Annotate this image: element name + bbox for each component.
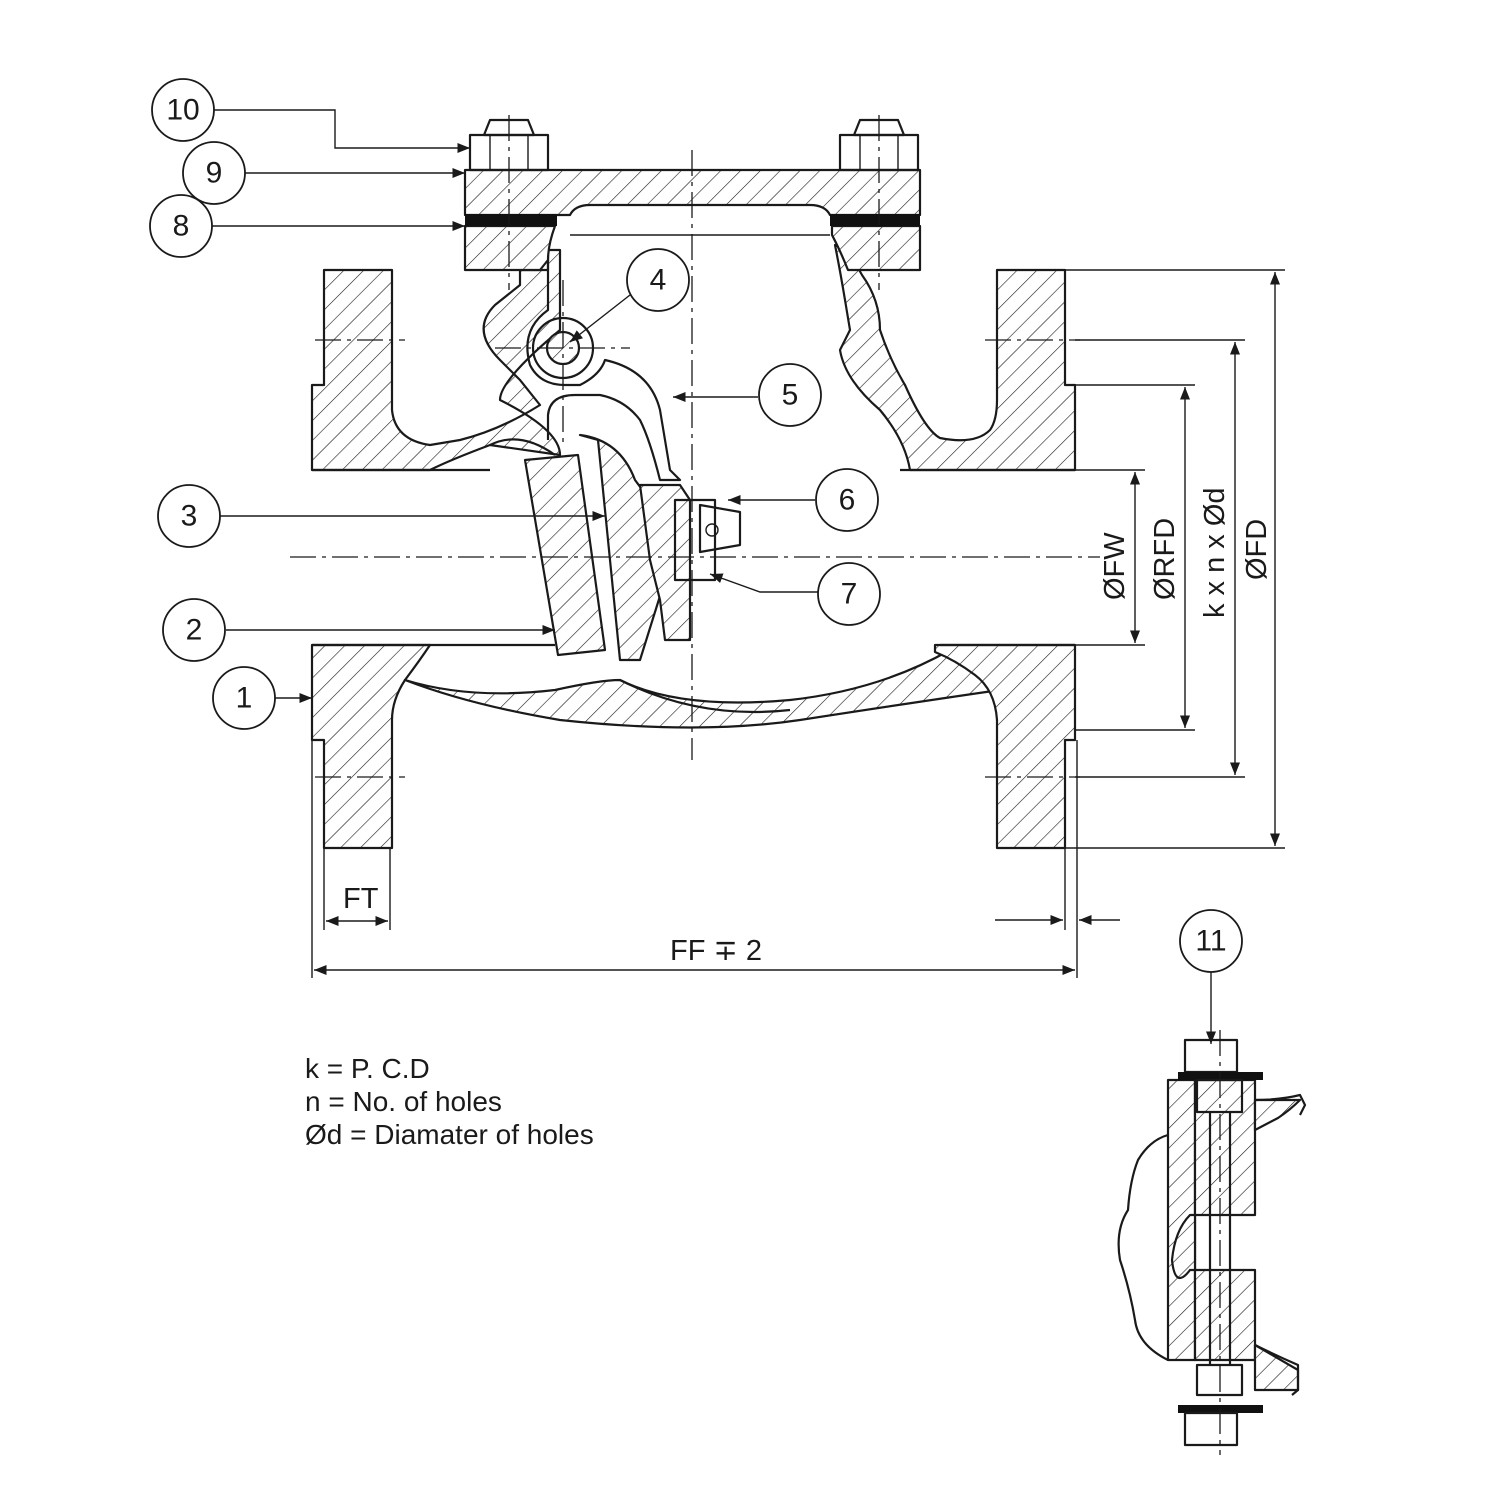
detail-break-right-bottom bbox=[1254, 1344, 1300, 1396]
bottom-dimension-lines bbox=[311, 740, 1120, 978]
gasket-right bbox=[830, 214, 920, 226]
balloon-2: 2 bbox=[162, 598, 226, 662]
detail-cover-section bbox=[1170, 1078, 1257, 1362]
dim-ff-label: FF ∓ 2 bbox=[670, 935, 762, 967]
disc-nut bbox=[698, 503, 742, 554]
svg-text:2: 2 bbox=[186, 614, 203, 647]
split-pin bbox=[705, 523, 719, 537]
svg-text:11: 11 bbox=[1195, 925, 1226, 958]
disc bbox=[578, 433, 667, 662]
detail-stud-foot bbox=[1195, 1363, 1244, 1397]
detail-break-right-top bbox=[1254, 1093, 1307, 1116]
cover-nut-right bbox=[838, 118, 920, 172]
balloon-4: 4 bbox=[626, 248, 690, 312]
svg-text:1: 1 bbox=[236, 682, 253, 715]
dim-rfd-label: ØRFD bbox=[1149, 518, 1181, 600]
cover-lower-left bbox=[463, 224, 557, 272]
cover-lower-right bbox=[830, 224, 922, 272]
disc-assembly bbox=[523, 260, 742, 662]
svg-text:4: 4 bbox=[650, 264, 667, 297]
balloon-3: 3 bbox=[157, 484, 221, 548]
detail-nut-top bbox=[1183, 1038, 1239, 1074]
balloon-1: 1 bbox=[212, 666, 276, 730]
bottom-inner-contour bbox=[619, 679, 791, 714]
svg-text:8: 8 bbox=[173, 210, 190, 243]
detail-cover-right-lower bbox=[1253, 1343, 1300, 1392]
left-flange-lower bbox=[310, 643, 432, 850]
balloon-11: 11 bbox=[1179, 909, 1243, 973]
disc-holder bbox=[523, 453, 607, 657]
balloon-8: 8 bbox=[149, 194, 213, 258]
valve-body bbox=[310, 243, 1077, 850]
svg-text:3: 3 bbox=[181, 500, 198, 533]
body-bottom-wall bbox=[403, 643, 1002, 729]
bonnet-cover bbox=[463, 168, 922, 272]
balloon-7: 7 bbox=[817, 562, 881, 626]
dim-fw-label: ØFW bbox=[1099, 532, 1131, 600]
note-pcd: k = P. C.D bbox=[305, 1053, 430, 1084]
detail-bolted-cover bbox=[1117, 1030, 1307, 1455]
dim-fd-label: ØFD bbox=[1241, 519, 1273, 580]
svg-text:9: 9 bbox=[206, 157, 223, 190]
balloon-5: 5 bbox=[758, 363, 822, 427]
right-flange bbox=[833, 243, 1077, 472]
detail-break-outline bbox=[1117, 1133, 1169, 1361]
dim-pcd-holes-label: k x n x Ød bbox=[1199, 487, 1231, 618]
balloon-6: 6 bbox=[815, 468, 879, 532]
disc-stud bbox=[673, 498, 717, 582]
svg-text:10: 10 bbox=[166, 94, 199, 127]
right-flange-lower bbox=[933, 643, 1077, 850]
balloon-10: 10 bbox=[151, 78, 215, 142]
detail-nut-bottom bbox=[1183, 1411, 1239, 1447]
hinge-arm bbox=[526, 260, 682, 482]
note-diameter: Ød = Diamater of holes bbox=[305, 1119, 594, 1150]
note-holes: n = No. of holes bbox=[305, 1086, 502, 1117]
balloon-9: 9 bbox=[182, 141, 246, 205]
disc-nut-housing bbox=[638, 483, 692, 642]
cover-nut-left bbox=[468, 118, 550, 172]
svg-text:5: 5 bbox=[782, 379, 799, 412]
right-dimension-lines bbox=[1065, 269, 1285, 849]
leader-lines bbox=[212, 109, 1217, 1044]
gasket-left bbox=[465, 214, 557, 226]
left-flange bbox=[310, 248, 562, 472]
svg-text:6: 6 bbox=[839, 484, 856, 517]
detail-cover-right bbox=[1253, 1098, 1302, 1132]
dim-ft-label: FT bbox=[343, 883, 379, 915]
svg-text:7: 7 bbox=[841, 578, 858, 611]
seat-contour bbox=[489, 438, 556, 456]
